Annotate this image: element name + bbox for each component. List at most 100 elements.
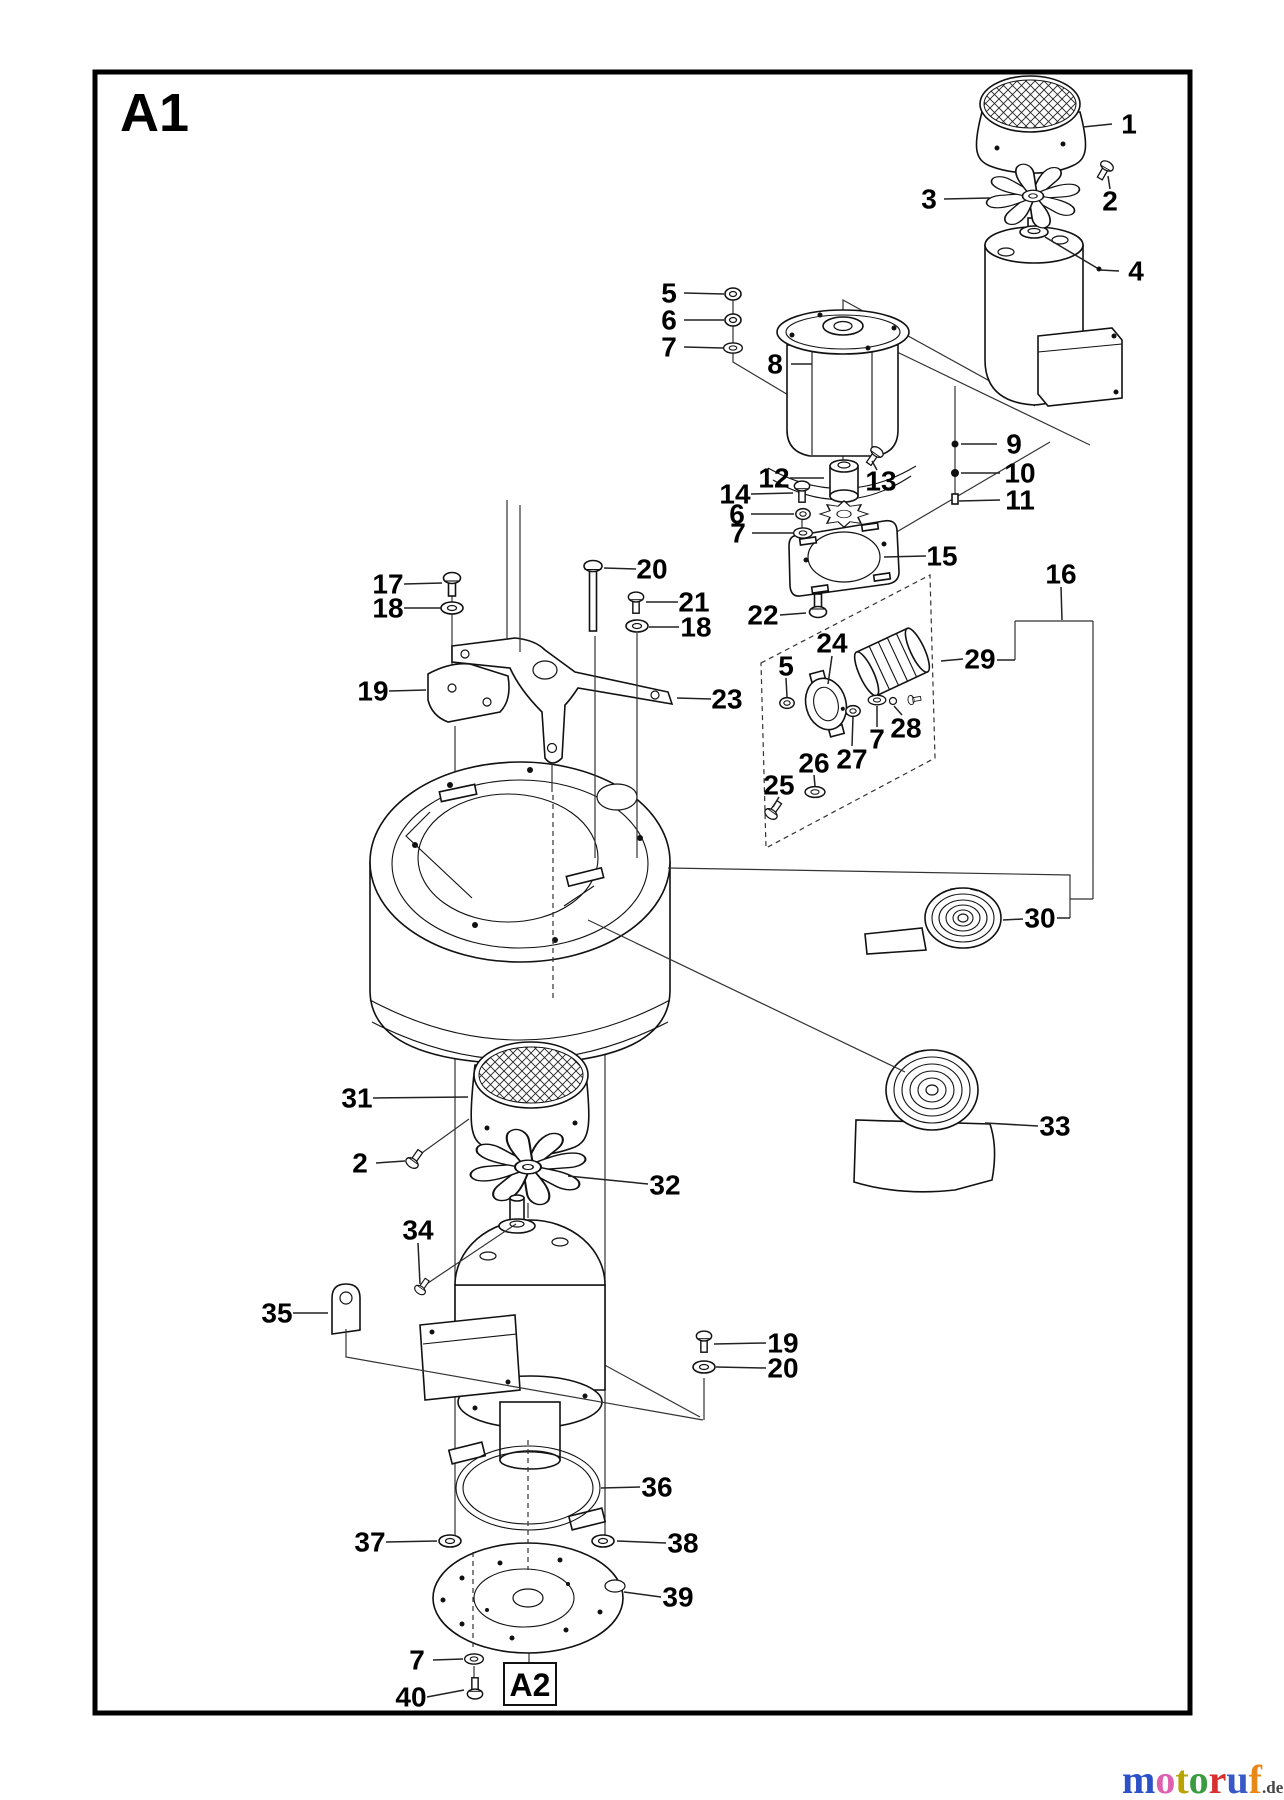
washer-20b [692, 1360, 716, 1374]
bolt-22 [808, 593, 828, 619]
part-callout-12: 12 [758, 463, 789, 494]
part-callout-35: 35 [261, 1298, 292, 1329]
washer-26 [804, 785, 826, 799]
screw-17 [442, 571, 462, 597]
screw-34 [412, 1275, 433, 1298]
junction-box-lower [419, 1314, 521, 1401]
washer-7d [463, 1653, 485, 1665]
leader-line-26 [813, 774, 816, 787]
part-callout-20: 20 [636, 554, 667, 585]
leader-line-20b [715, 1366, 767, 1369]
pin-10 [951, 469, 959, 477]
washer-38 [591, 1534, 615, 1548]
filter-cover-upper [975, 75, 1087, 174]
filter-cover-lower [470, 1041, 590, 1157]
gear-motor [767, 309, 917, 501]
part-callout-40: 40 [395, 1682, 426, 1713]
part-callout-16: 16 [1045, 559, 1076, 590]
leader-line-4 [1044, 236, 1098, 269]
part-callout-25: 25 [763, 770, 794, 801]
mounting-tab [331, 1283, 361, 1335]
leader-line-28 [893, 705, 903, 716]
sealing-tape-large [853, 1049, 996, 1193]
leader-line-7d [432, 1658, 464, 1661]
leader-line-23 [676, 697, 712, 700]
support-plate [427, 662, 510, 723]
kit-outline-box [760, 574, 936, 849]
part-callout-18b: 18 [680, 612, 711, 643]
projection-lines-front [345, 500, 1094, 1650]
nut-6 [724, 313, 742, 327]
leader-line-40 [426, 1689, 465, 1698]
part-callout-7d: 7 [409, 1645, 425, 1676]
screw-25 [762, 797, 786, 823]
part-callout-5: 5 [661, 278, 677, 309]
part-callout-17: 17 [372, 569, 403, 600]
leader-line-34 [417, 1242, 421, 1285]
part-callout-14: 14 [719, 479, 751, 510]
leader-line-7 [683, 346, 724, 349]
washer-18b [625, 619, 649, 633]
leader-line-30 [1002, 918, 1024, 921]
bolt-20 [583, 559, 603, 632]
part-callout-11: 11 [1005, 485, 1035, 516]
part-callout-21: 21 [678, 587, 709, 618]
part-callout-19b: 19 [767, 1328, 798, 1359]
leader-line-1 [1082, 123, 1113, 128]
part-callout-9: 9 [1006, 429, 1022, 460]
pin-11 [951, 493, 959, 505]
part-callout-28: 28 [890, 713, 921, 744]
part-callout-29: 29 [964, 644, 995, 675]
part-callout-2b: 2 [352, 1148, 368, 1179]
outlet-flange [804, 669, 848, 738]
pin-9 [951, 440, 959, 448]
part-callout-6: 6 [661, 305, 677, 336]
part-callout-19: 19 [357, 676, 388, 707]
leader-line-37 [385, 1540, 438, 1543]
part-callout-4: 4 [1128, 256, 1144, 287]
page-frame [92, 69, 1193, 1716]
part-callout-37: 37 [354, 1527, 385, 1558]
leader-line-25 [772, 796, 780, 808]
fasteners [403, 158, 1116, 1700]
washer-7c [867, 694, 887, 706]
washer-37 [438, 1534, 462, 1548]
leader-line-17 [403, 582, 443, 585]
part-callout-3: 3 [921, 184, 937, 215]
leader-line-3 [943, 197, 991, 200]
part-callout-7b: 7 [730, 518, 746, 549]
screw-40 [466, 1677, 484, 1700]
part-callout-13: 13 [865, 466, 896, 497]
leader-line-20 [603, 567, 637, 570]
part-callout-10: 10 [1004, 458, 1035, 489]
sub-assembly-ref: A2 [503, 1662, 557, 1706]
leader-line-16 [1060, 586, 1063, 621]
base-plate [432, 1542, 626, 1654]
nut-27 [845, 704, 861, 718]
part-callout-18: 18 [372, 593, 403, 624]
tri-arm-bracket [451, 637, 674, 764]
screw-2b [403, 1146, 427, 1172]
part-callout-1: 1 [1121, 109, 1137, 140]
part-callout-31: 31 [341, 1083, 372, 1114]
nut-5 [724, 287, 742, 301]
screw-21 [627, 591, 645, 614]
leader-line-31 [372, 1096, 469, 1099]
leader-line-29 [940, 658, 964, 662]
part-callout-20b: 20 [767, 1353, 798, 1384]
nut-6b [795, 507, 811, 521]
part-callout-33: 33 [1039, 1111, 1070, 1142]
part-callout-6b: 6 [729, 499, 745, 530]
nut-5b [779, 696, 795, 710]
sheet-label: A1 [120, 83, 189, 143]
washer-18 [440, 601, 464, 615]
leader-line-19b [713, 1342, 767, 1345]
belt-pulley [853, 627, 931, 697]
leader-line-36 [600, 1486, 641, 1489]
leader-line-5b [785, 677, 788, 698]
part-callout-7c: 7 [869, 724, 885, 755]
watermark-logo: motoruf.de [1122, 1757, 1284, 1800]
leader-line-24 [827, 655, 833, 685]
